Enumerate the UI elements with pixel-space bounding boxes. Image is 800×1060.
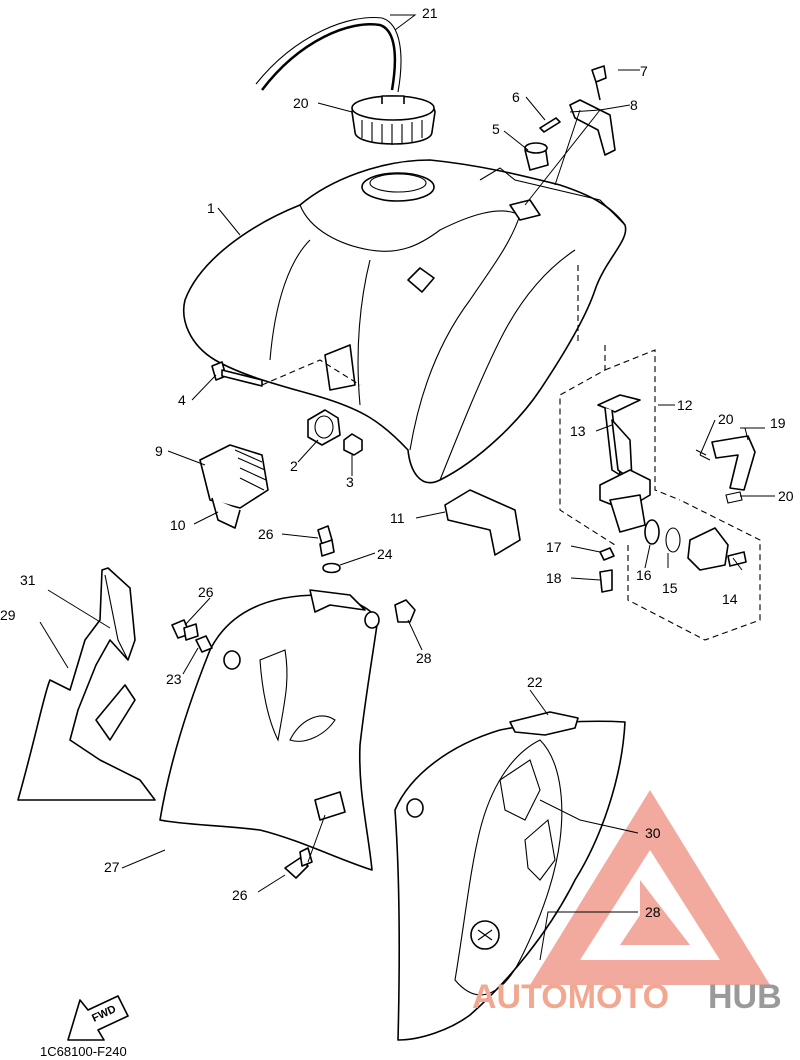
watermark-part1: AUTOMOTO (472, 978, 669, 1016)
fuel-hose (695, 435, 756, 504)
callout-3: 3 (346, 474, 354, 490)
callout-2: 2 (290, 458, 298, 474)
callout-15: 15 (662, 580, 678, 596)
callout-22: 21 (422, 5, 438, 21)
callout-5: 5 (492, 121, 500, 137)
callout-28: 28 (416, 650, 432, 666)
callout-33: 31 (20, 572, 36, 588)
watermark-logo (530, 790, 770, 985)
watermark-part2: HUB (708, 978, 782, 1016)
collar (343, 433, 363, 456)
cover-11 (444, 489, 521, 556)
callout-7: 7 (640, 63, 648, 79)
tank-cover-right (394, 711, 626, 1041)
callout-10: 10 (170, 517, 186, 533)
callout-1: 1 (207, 200, 215, 216)
cap-assembly (199, 444, 269, 529)
callout-21: 20 (293, 95, 309, 111)
fuel-cock-assembly (559, 265, 761, 641)
fuel-tank (183, 159, 627, 484)
damper-28 (394, 599, 416, 623)
callout-29: 27 (104, 859, 120, 875)
callout-23: 22 (527, 674, 543, 690)
callout-16: 16 (636, 567, 652, 583)
callout-31: 29 (0, 607, 16, 623)
callout-8: 8 (630, 97, 638, 113)
callout-14: 14 (722, 591, 738, 607)
callout-18: 18 (546, 570, 562, 586)
screw-27 (284, 847, 313, 879)
callout-12: 12 (677, 397, 693, 413)
callout-24: 23 (166, 671, 182, 687)
damper (307, 409, 341, 446)
tank-hardware (524, 65, 616, 171)
callout-17: 17 (546, 539, 562, 555)
callout-20-upper: 20 (718, 411, 734, 427)
fwd-arrow: FWD (67, 995, 129, 1041)
callout-6: 6 (512, 89, 520, 105)
washer-25 (322, 562, 341, 574)
bolt-26-lower (171, 619, 199, 641)
callout-25: 24 (377, 546, 393, 562)
callout-labels: 21 20 1 4 2 3 5 6 7 8 9 10 11 12 13 19 2… (0, 5, 794, 920)
breather-hose (261, 23, 397, 91)
decal-left (17, 567, 156, 801)
leader-lines (39, 14, 775, 961)
bolt-26-upper (317, 525, 335, 557)
collar-24 (195, 635, 213, 653)
callout-26-upper: 26 (258, 526, 274, 542)
callout-32: 30 (645, 825, 661, 841)
callout-4: 4 (178, 392, 186, 408)
callout-11: 11 (390, 510, 405, 526)
callout-26-lower: 26 (198, 584, 214, 600)
fuel-cap (351, 95, 436, 145)
callout-19: 19 (770, 415, 786, 431)
tank-cover-left (159, 589, 380, 871)
callout-9: 9 (155, 443, 163, 459)
diagram-code: 1C68100-F240 (40, 1044, 127, 1059)
callout-13: 13 (570, 423, 586, 439)
callout-27: 26 (232, 887, 248, 903)
callout-20-lower: 20 (778, 488, 794, 504)
callout-30: 28 (645, 904, 661, 920)
watermark-text: AUTOMOTO HUB (472, 978, 782, 1016)
